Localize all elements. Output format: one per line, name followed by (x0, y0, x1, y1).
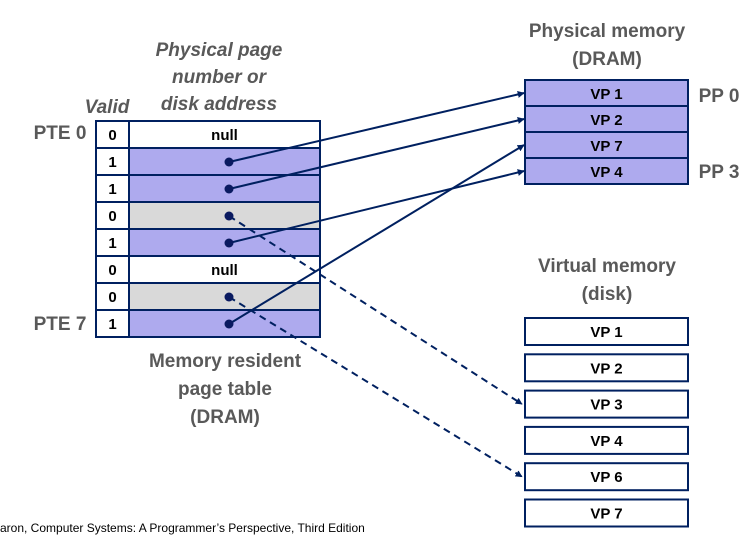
virtual-page-label: VP 1 (590, 324, 622, 341)
valid-bit: 1 (108, 316, 116, 333)
pte-row: 0 (95, 201, 321, 230)
pp-last-label: PP 3 (699, 162, 740, 183)
virtual-page-box (524, 353, 689, 383)
physical-memory-title-line-1: Physical memory (529, 21, 686, 42)
physical-page-label: VP 2 (590, 112, 622, 129)
virtual-page-box (524, 498, 689, 528)
virtual-memory-title-line-1: Virtual memory (538, 256, 676, 277)
physical-page-box (524, 105, 689, 133)
disk-mapping-arrow (228, 215, 523, 405)
valid-cell (95, 255, 130, 284)
physical-page: VP 4 (524, 157, 689, 185)
address-cell (128, 255, 321, 284)
address-cell (128, 201, 321, 230)
virtual-memory-title-line-2: (disk) (582, 284, 633, 305)
page-table-caption-line-1: Memory resident (149, 351, 302, 372)
physical-page-box (524, 79, 689, 107)
valid-cell (95, 201, 130, 230)
virtual-page: VP 7 (524, 498, 689, 528)
virtual-page-box (524, 462, 689, 492)
valid-bit: 1 (108, 235, 116, 252)
pte-row: 1 (95, 228, 321, 257)
pte-row: 1 (95, 174, 321, 203)
physical-page: VP 1 (524, 79, 689, 107)
resident-mapping-arrow (228, 117, 525, 190)
valid-bit: 1 (108, 154, 116, 171)
header-address-line-1: Physical page (156, 40, 283, 61)
virtual-page: VP 2 (524, 353, 689, 383)
physical-page-label: VP 7 (590, 138, 622, 155)
pointer-dot (224, 319, 234, 329)
pointer-dot (224, 211, 234, 221)
virtual-page-label: VP 7 (590, 506, 622, 523)
physical-memory: VP 1 VP 2 VP 7 VP 4 (524, 79, 689, 185)
valid-cell (95, 282, 130, 311)
page-table-caption-line-3: (DRAM) (190, 407, 260, 428)
virtual-page-label: VP 2 (590, 360, 622, 377)
virtual-page: VP 6 (524, 462, 689, 492)
header-address-line-2: number or (172, 67, 268, 88)
address-cell (128, 174, 321, 203)
pointer-dot (224, 292, 234, 302)
pte-row: 0 (95, 282, 321, 311)
virtual-page-label: VP 4 (590, 433, 623, 450)
pointer-dot (224, 157, 234, 167)
resident-mapping-arrow (228, 144, 525, 325)
valid-bit: 1 (108, 181, 116, 198)
virtual-page: VP 3 (524, 389, 689, 419)
physical-page-label: VP 1 (590, 86, 622, 103)
pte-row: 0 null (95, 255, 321, 284)
address-cell (128, 228, 321, 257)
valid-bit: 0 (108, 289, 116, 306)
valid-bit: 0 (108, 208, 116, 225)
pte-first-label: PTE 0 (34, 123, 87, 144)
valid-bit: 0 (108, 262, 116, 279)
virtual-page-box (524, 389, 689, 419)
physical-page: VP 7 (524, 131, 689, 159)
virtual-page-label: VP 6 (590, 469, 622, 486)
valid-bit: 0 (108, 127, 116, 144)
address-text: null (211, 262, 238, 279)
disk-mapping-arrow (228, 296, 523, 478)
header-address-line-3: disk address (161, 94, 277, 115)
valid-cell (95, 147, 130, 176)
pointer-dot (224, 184, 234, 194)
page-table-caption-line-2: page table (178, 379, 272, 400)
page-table: 0 null 1 1 0 1 0 null 0 1 (95, 120, 321, 338)
virtual-memory: VP 1 VP 2 VP 3 VP 4 VP 6 VP 7 (524, 317, 689, 528)
pte-row: 0 null (95, 120, 321, 149)
address-cell (128, 147, 321, 176)
physical-memory-title-line-2: (DRAM) (572, 49, 642, 70)
pte-row: 1 (95, 147, 321, 176)
resident-mapping-arrow (228, 91, 525, 163)
virtual-page-box (524, 317, 689, 346)
address-text: null (211, 127, 238, 144)
pointer-dot (224, 238, 234, 248)
pte-row: 1 (95, 309, 321, 338)
virtual-page: VP 1 (524, 317, 689, 346)
physical-page-box (524, 157, 689, 185)
virtual-page-label: VP 3 (590, 397, 622, 414)
virtual-page-box (524, 425, 689, 455)
pte-last-label: PTE 7 (34, 314, 87, 335)
credit-text: aron, Computer Systems: A Programmer’s P… (0, 521, 365, 535)
physical-page-label: VP 4 (590, 164, 623, 181)
physical-page: VP 2 (524, 105, 689, 133)
resident-mapping-arrow (228, 169, 525, 244)
pp-first-label: PP 0 (699, 86, 740, 107)
mapping-arrows (224, 91, 525, 478)
address-cell (128, 309, 321, 338)
virtual-page: VP 4 (524, 425, 689, 455)
header-valid: Valid (85, 97, 130, 118)
